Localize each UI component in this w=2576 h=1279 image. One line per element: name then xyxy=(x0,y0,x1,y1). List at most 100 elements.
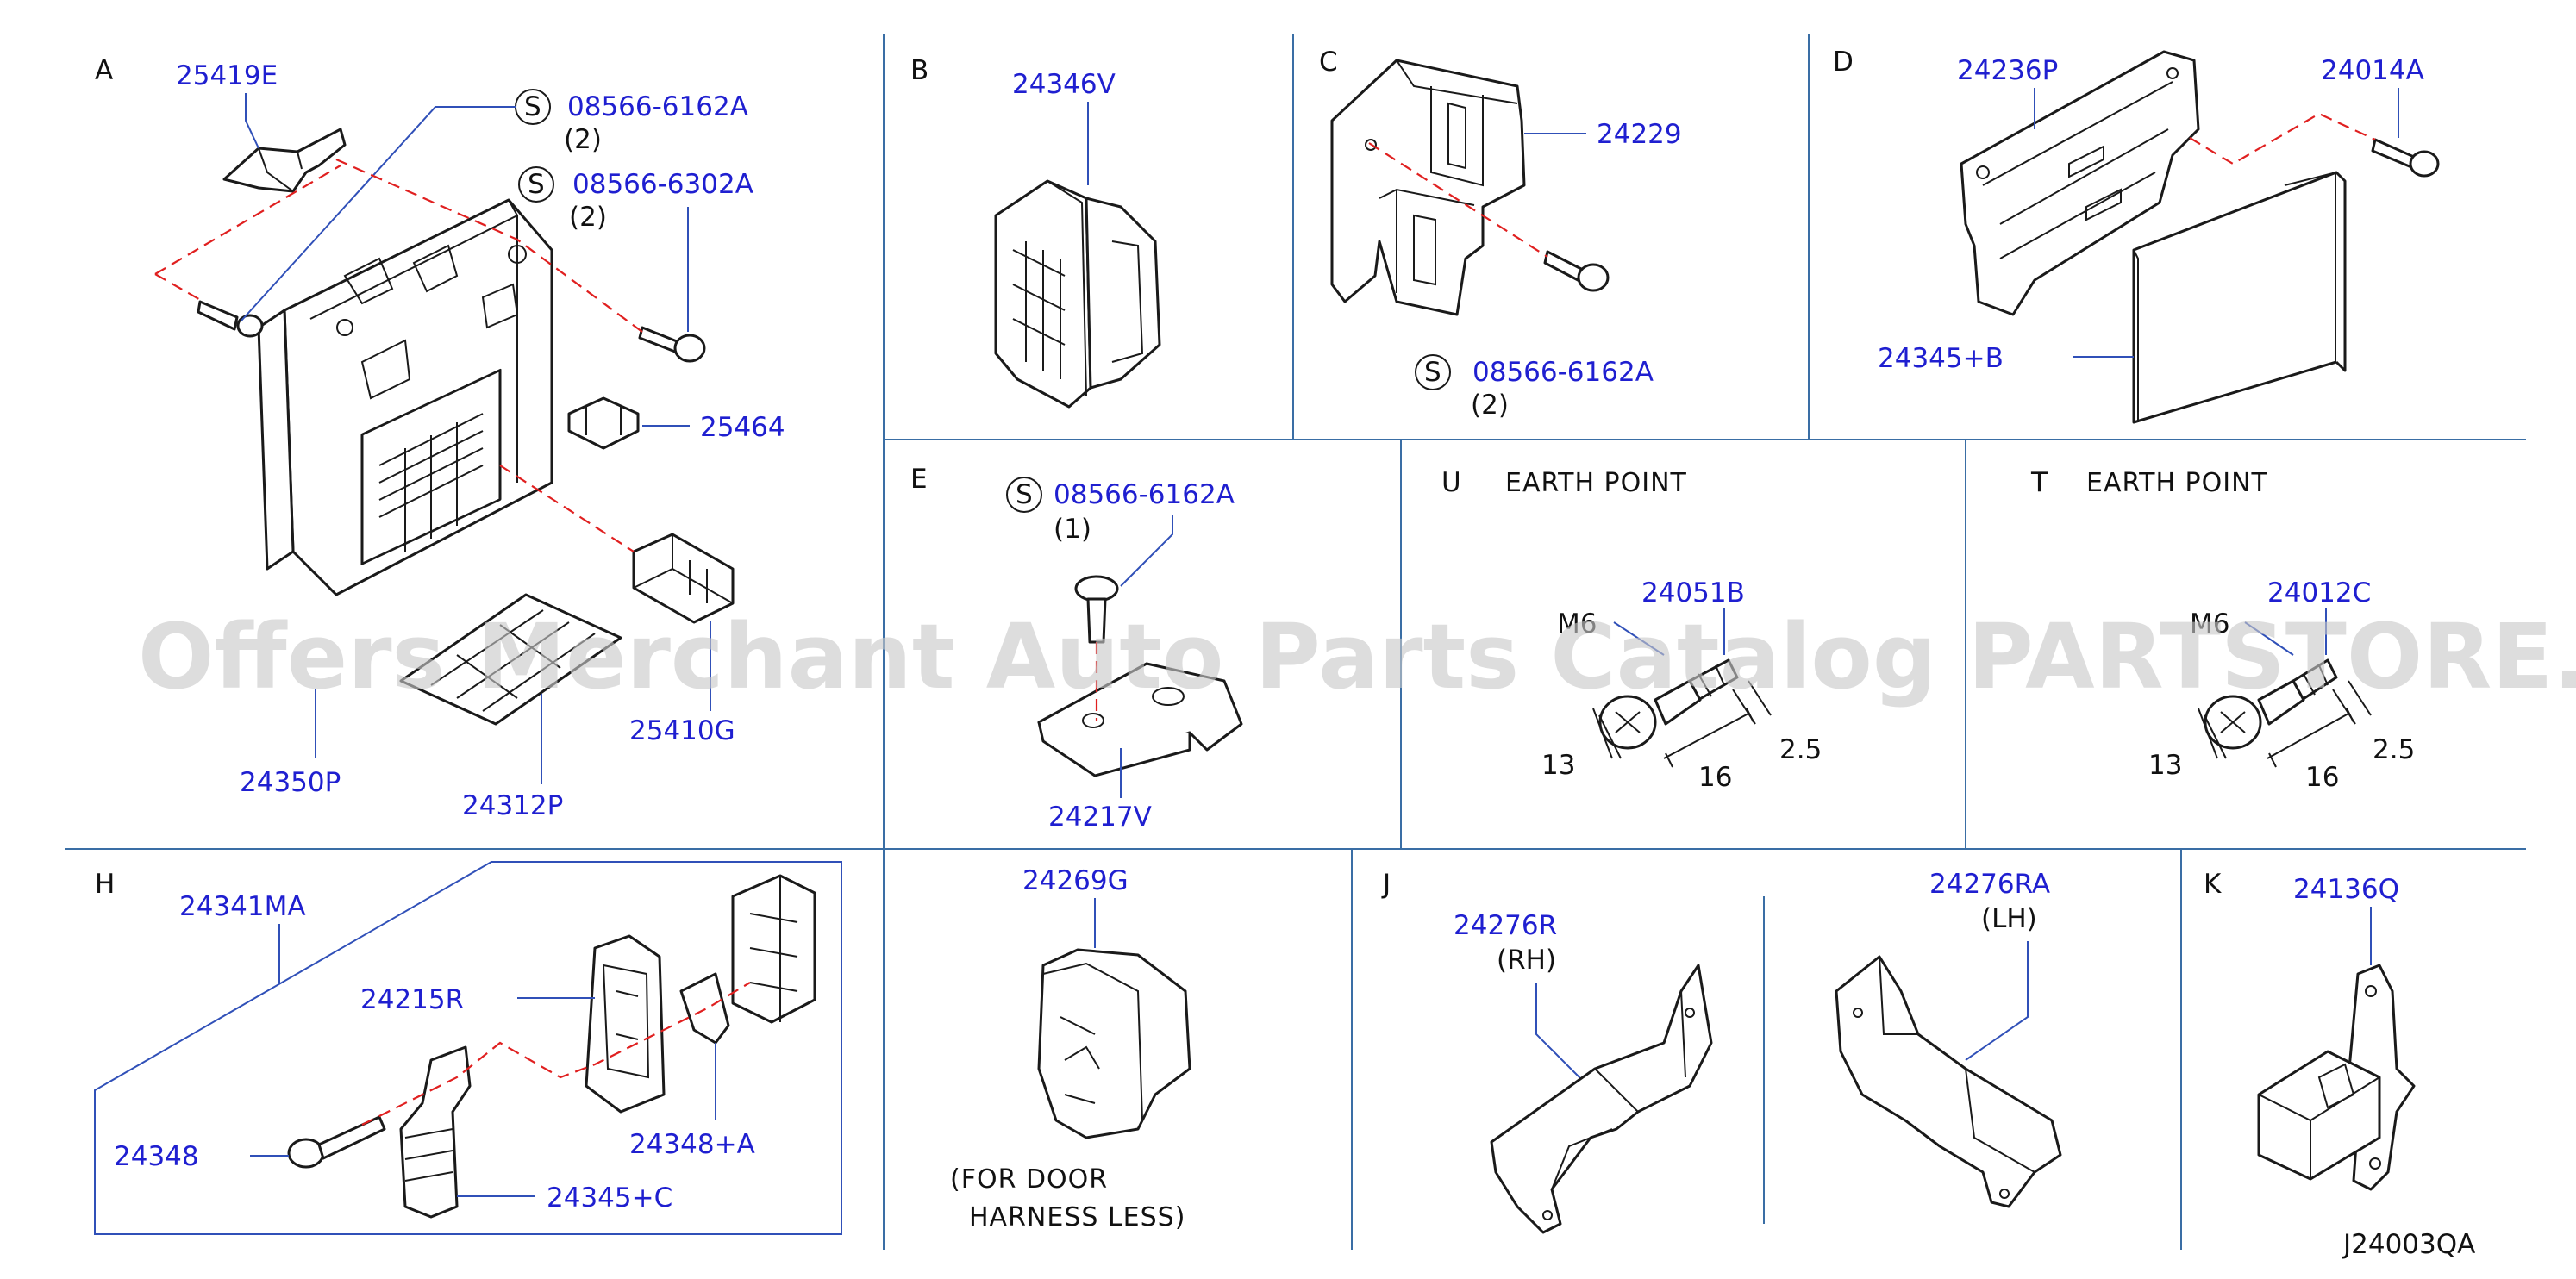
screw-e[interactable] xyxy=(1074,575,1119,644)
standard-symbol-s2: S xyxy=(528,169,545,200)
section-k: K 24136Q J24003QA xyxy=(2204,869,2475,1260)
fuse-block-24350p[interactable] xyxy=(257,198,553,596)
dim-t-2-5: 2.5 xyxy=(2373,734,2415,765)
bracket-24136q[interactable] xyxy=(2257,964,2416,1191)
part-number-24345-c[interactable]: 24345+C xyxy=(547,1182,672,1213)
section-t-label: T xyxy=(2030,467,2048,498)
earth-plate-24217v[interactable] xyxy=(1037,662,1243,777)
qty-08566-6162a-a: (2) xyxy=(564,124,602,155)
part-number-24276r[interactable]: 24276R xyxy=(1454,910,1557,941)
side-rh: (RH) xyxy=(1497,945,1556,976)
cover-24312p[interactable] xyxy=(399,593,622,726)
screw-08566-6162a[interactable] xyxy=(197,300,264,338)
note-door-line2: HARNESS LESS) xyxy=(969,1202,1185,1232)
clip-25419e[interactable] xyxy=(222,128,347,193)
part-number-08566-6302a[interactable]: 08566-6302A xyxy=(572,169,753,200)
bolt-size-t: M6 xyxy=(2190,608,2229,640)
part-number-24012c[interactable]: 24012C xyxy=(2267,577,2371,608)
section-b: B 24346V xyxy=(910,55,1161,409)
standard-symbol-s4: S xyxy=(1016,479,1033,510)
part-number-08566-6162a-a[interactable]: 08566-6162A xyxy=(567,91,748,122)
side-lh: (LH) xyxy=(1981,903,2037,934)
bracket-24236p[interactable] xyxy=(1960,50,2200,316)
section-h: H 24341MA 24215R 24348+A 24348 24345+C xyxy=(94,861,842,1235)
bolt-size-u: M6 xyxy=(1557,608,1597,640)
part-number-24269g[interactable]: 24269G xyxy=(1022,865,1129,896)
standard-symbol-s1: S xyxy=(524,91,541,122)
section-j: J 24276R (RH) 24276RA (LH) xyxy=(1381,869,2062,1234)
terminal-24345-c[interactable] xyxy=(399,1045,472,1219)
section-t-title: EARTH POINT xyxy=(2086,468,2268,498)
part-number-24348[interactable]: 24348 xyxy=(114,1141,199,1172)
screw-24348[interactable] xyxy=(287,1115,386,1169)
part-number-24345-b[interactable]: 24345+B xyxy=(1878,343,2004,374)
section-u: U EARTH POINT 24051B M6 13 16 2.5 xyxy=(1441,467,1822,793)
connector-h-right[interactable] xyxy=(731,874,816,1024)
part-number-24341ma[interactable]: 24341MA xyxy=(179,891,306,922)
standard-symbol-s3: S xyxy=(1424,357,1441,388)
part-number-24276ra[interactable]: 24276RA xyxy=(1929,869,2050,900)
section-c: C 24229 S 08566-6162A (2) xyxy=(1319,47,1682,421)
part-number-24014a[interactable]: 24014A xyxy=(2321,55,2424,86)
part-number-08566-6162a-e[interactable]: 08566-6162A xyxy=(1054,479,1235,510)
section-d-label: D xyxy=(1833,47,1854,78)
section-a-label: A xyxy=(95,55,113,86)
dim-u-13: 13 xyxy=(1541,750,1575,781)
relay-25410g[interactable] xyxy=(632,533,735,624)
dim-u-16: 16 xyxy=(1698,762,1732,793)
section-e-label: E xyxy=(910,464,928,495)
part-number-24215r[interactable]: 24215R xyxy=(360,984,464,1015)
section-grid xyxy=(65,34,2526,1250)
bolt-08566-6162a-c[interactable] xyxy=(1543,250,1610,292)
module-24345-b[interactable] xyxy=(2132,171,2347,424)
part-number-08566-6162a-c[interactable]: 08566-6162A xyxy=(1472,357,1654,388)
clip-24348-a[interactable] xyxy=(679,972,730,1045)
connector-24269g[interactable] xyxy=(1037,948,1191,1139)
part-number-25419e[interactable]: 25419E xyxy=(176,60,278,91)
dim-t-16: 16 xyxy=(2305,762,2339,793)
qty-08566-6302a: (2) xyxy=(569,202,607,233)
section-b-label: B xyxy=(910,55,928,86)
bracket-24229[interactable] xyxy=(1330,59,1526,316)
kit-outline xyxy=(94,861,842,1235)
section-c-label: C xyxy=(1319,47,1338,78)
section-e: E S 08566-6162A (1) 24217V xyxy=(910,464,1243,833)
part-number-25410g[interactable]: 25410G xyxy=(629,715,735,746)
section-a: A 25419E 24350P S 08566-6162A (2) xyxy=(95,55,785,821)
earth-bolt-24051b[interactable] xyxy=(1598,658,1739,750)
qty-08566-6162a-c: (2) xyxy=(1471,390,1509,421)
part-number-25464[interactable]: 25464 xyxy=(700,412,785,443)
part-number-24346v[interactable]: 24346V xyxy=(1012,69,1116,100)
connector-24346v[interactable] xyxy=(994,179,1161,409)
bracket-24276ra[interactable] xyxy=(1835,955,2062,1208)
fuse-25464[interactable] xyxy=(567,396,640,450)
section-h-label: H xyxy=(95,869,115,900)
bolt-08566-6302a[interactable] xyxy=(638,326,706,363)
dim-t-13: 13 xyxy=(2148,750,2182,781)
section-j-label: J xyxy=(1381,869,1391,900)
part-number-24348-a[interactable]: 24348+A xyxy=(629,1129,755,1160)
bracket-24276r[interactable] xyxy=(1490,964,1713,1234)
part-number-24051b[interactable]: 24051B xyxy=(1641,577,1745,608)
part-number-24236p[interactable]: 24236P xyxy=(1957,55,2058,86)
housing-24215r[interactable] xyxy=(585,934,666,1114)
dim-u-2-5: 2.5 xyxy=(1779,734,1822,765)
watermark-text: Offers Merchant Auto Parts Catalog PARTS… xyxy=(138,604,2576,709)
section-d: D 24236P 24014A 24345+B xyxy=(1833,47,2440,424)
section-t: T EARTH POINT 24012C M6 13 16 2.5 xyxy=(2030,467,2415,793)
part-number-24217v[interactable]: 24217V xyxy=(1048,802,1152,833)
note-door-line1: (FOR DOOR xyxy=(950,1164,1108,1195)
bolt-24014a[interactable] xyxy=(2371,138,2440,178)
qty-08566-6162a-e: (1) xyxy=(1054,514,1091,545)
section-k-label: K xyxy=(2204,869,2222,900)
part-number-24312p[interactable]: 24312P xyxy=(462,790,563,821)
part-number-24136q[interactable]: 24136Q xyxy=(2293,874,2399,905)
earth-bolt-24012c[interactable] xyxy=(2204,658,2338,750)
section-u-label: U xyxy=(1441,467,1461,498)
section-u-title: EARTH POINT xyxy=(1505,468,1687,498)
part-number-24350p[interactable]: 24350P xyxy=(240,767,341,798)
part-number-24229[interactable]: 24229 xyxy=(1597,119,1682,150)
section-g: 24269G (FOR DOOR HARNESS LESS) xyxy=(950,865,1191,1232)
diagram-code: J24003QA xyxy=(2342,1229,2475,1260)
